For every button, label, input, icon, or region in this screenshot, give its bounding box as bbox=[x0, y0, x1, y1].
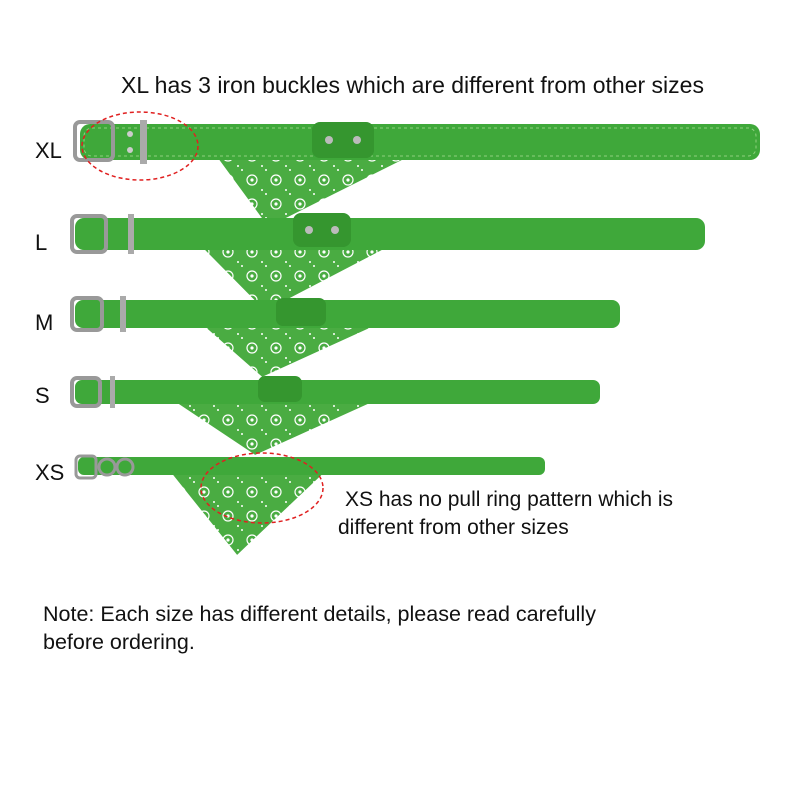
size-label-xs: XS bbox=[35, 460, 65, 485]
collar-xs bbox=[74, 454, 545, 480]
highlight-xl-buckles bbox=[81, 111, 199, 181]
highlight-xs-pattern bbox=[200, 452, 324, 524]
xs-note: XS has no pull ring pattern which is dif… bbox=[338, 486, 673, 542]
collar-s bbox=[70, 376, 600, 408]
collar-l bbox=[70, 213, 705, 254]
footer-note-line-2: before ordering. bbox=[43, 630, 195, 654]
xs-note-line-1: XS has no pull ring pattern which is bbox=[345, 488, 674, 511]
size-label-l: L bbox=[35, 230, 48, 255]
collar-xl bbox=[73, 120, 760, 164]
size-label-s: S bbox=[35, 383, 50, 408]
footer-note: Note: Each size has different details, p… bbox=[43, 600, 596, 656]
xs-note-line-2: different from other sizes bbox=[338, 516, 569, 539]
footer-note-line-1: Note: Each size has different details, p… bbox=[43, 602, 596, 626]
collar-m bbox=[70, 296, 620, 332]
headline: XL has 3 iron buckles which are differen… bbox=[121, 72, 704, 98]
size-label-xl: XL bbox=[35, 138, 62, 163]
size-label-m: M bbox=[35, 310, 54, 335]
